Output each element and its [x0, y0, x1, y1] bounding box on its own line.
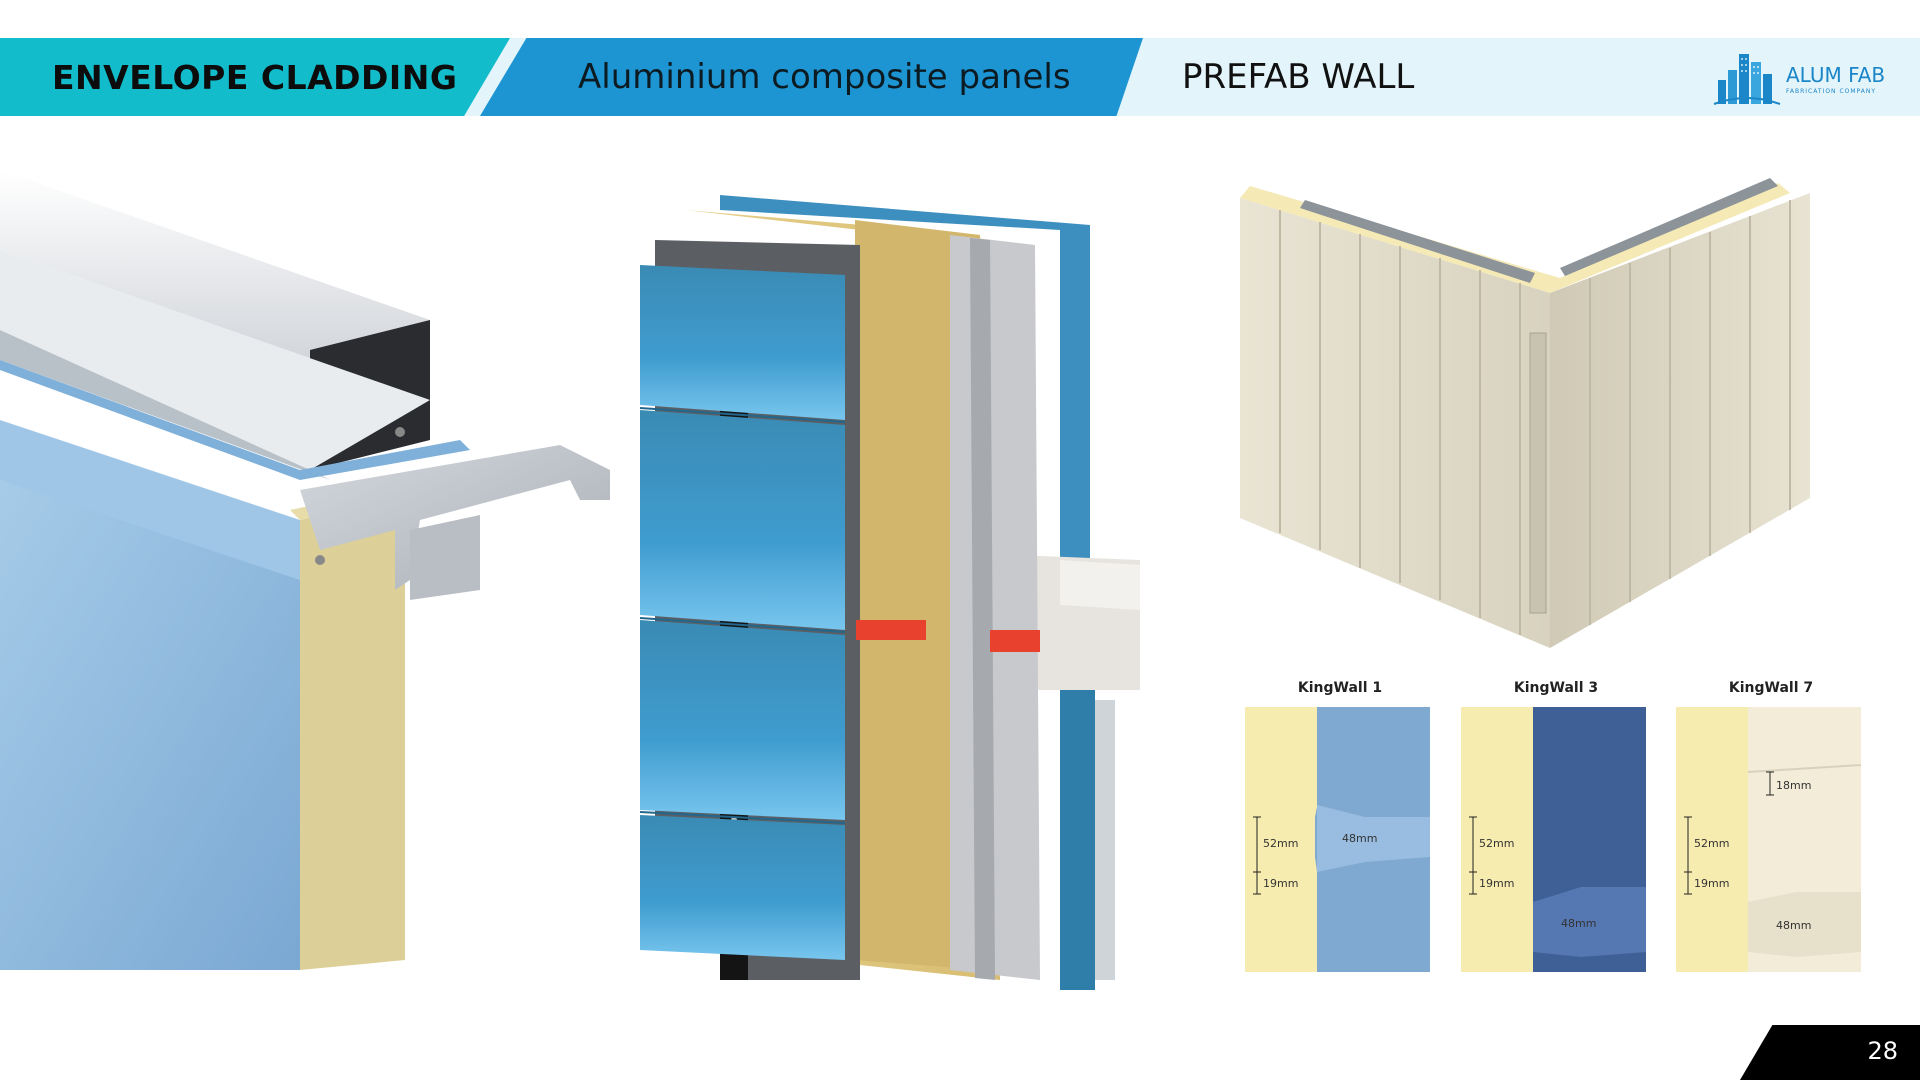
- company-logo: ALUM FAB FABRICATION COMPANY: [1712, 46, 1902, 108]
- panel-rail-detail-image: [0, 170, 620, 970]
- building-logo-icon: [1713, 54, 1781, 105]
- dim-top-label: 18mm: [1776, 779, 1811, 792]
- dim-height-label: 52mm: [1479, 837, 1514, 850]
- section-tab-envelope-cladding: ENVELOPE CLADDING: [0, 38, 510, 116]
- section-tab-aluminium-composite: Aluminium composite panels: [480, 38, 1143, 116]
- logo-tagline: FABRICATION COMPANY: [1786, 88, 1877, 95]
- dim-height-label: 52mm: [1263, 837, 1298, 850]
- section-title-3: PREFAB WALL: [1182, 57, 1415, 97]
- prefab-corner-wall-image: [1230, 178, 1820, 658]
- profile-title: KingWall 3: [1513, 680, 1599, 696]
- dim-gap-label: 19mm: [1479, 877, 1514, 890]
- profile-title: KingWall 7: [1728, 680, 1814, 696]
- section-title-2: Aluminium composite panels: [578, 57, 1071, 97]
- dim-gap-label: 19mm: [1263, 877, 1298, 890]
- facade-layers-section-image: [639, 190, 1160, 990]
- dim-groove-label: 48mm: [1776, 919, 1811, 932]
- dim-groove-label: 48mm: [1561, 917, 1596, 930]
- header-banner: ENVELOPE CLADDING Aluminium composite pa…: [0, 38, 1920, 116]
- profile-title: KingWall 1: [1297, 680, 1383, 696]
- section-title-1: ENVELOPE CLADDING: [52, 57, 458, 97]
- dim-gap-label: 19mm: [1694, 877, 1729, 890]
- dim-groove-label: 48mm: [1342, 832, 1377, 845]
- dim-height-label: 52mm: [1694, 837, 1729, 850]
- logo-name: ALUM FAB: [1786, 63, 1886, 87]
- page-number: 28: [1867, 1037, 1898, 1065]
- page-number-badge: [1740, 1025, 1920, 1080]
